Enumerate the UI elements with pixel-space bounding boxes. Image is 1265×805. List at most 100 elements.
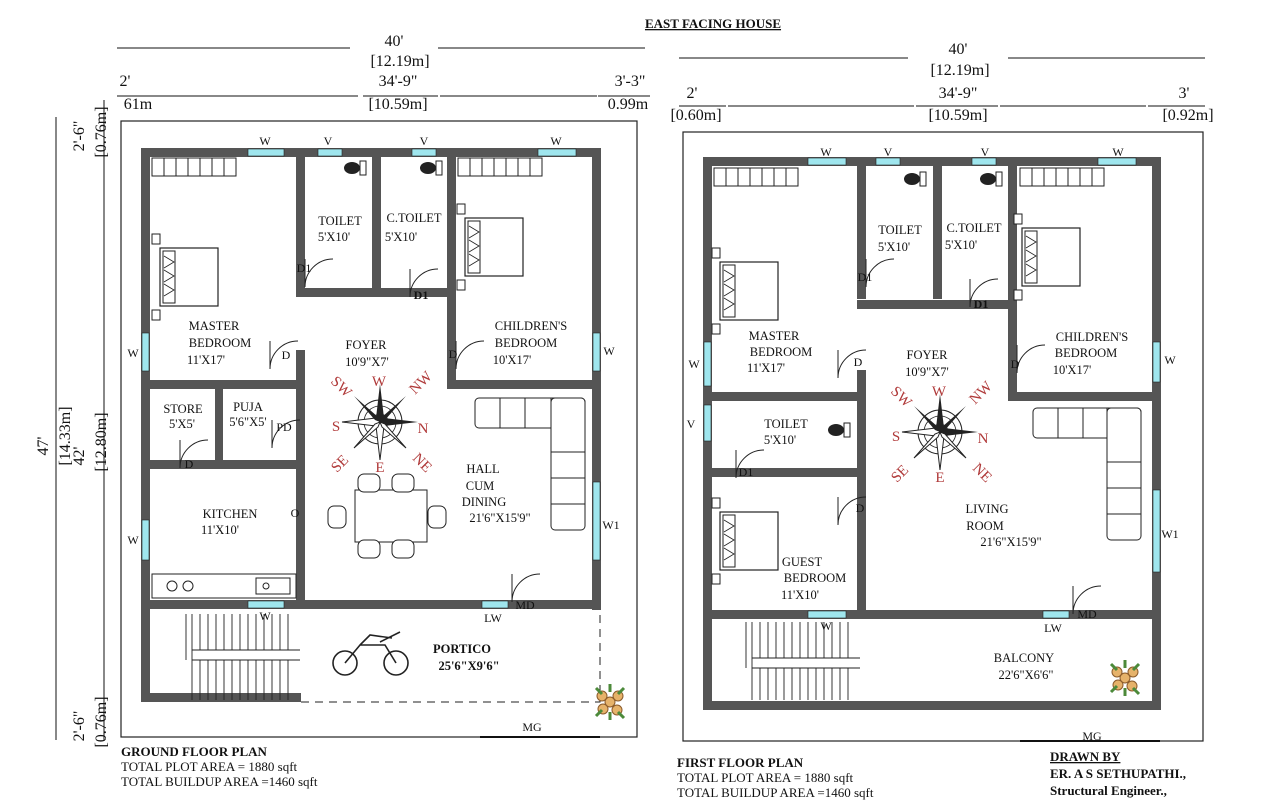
room-label: TOILET <box>764 417 808 431</box>
window-mark: W <box>127 533 139 547</box>
door-mark: D1 <box>974 297 989 311</box>
dim-seg-right-m: 0.99m <box>608 96 649 113</box>
compass-rose <box>341 383 419 461</box>
sofa <box>474 397 586 531</box>
window-mark: LW <box>1044 621 1062 635</box>
dim-side-total-m: [14.33m] <box>57 406 74 465</box>
door-mark: D1 <box>297 261 312 275</box>
plant-icon <box>1109 658 1141 698</box>
ventilator-mark: V <box>981 145 990 159</box>
room-size: 10'9"X7' <box>345 355 389 369</box>
door-mark: MD <box>515 598 535 612</box>
room-size: 5'X10' <box>945 238 977 252</box>
room-label: PORTICO <box>433 642 491 656</box>
room-label: C.TOILET <box>947 221 1002 235</box>
room-size: 10'X17' <box>493 353 532 367</box>
staircase <box>745 622 860 700</box>
dim-top-total-m: [12.19m] <box>370 53 429 70</box>
room-label: LIVING <box>965 502 1008 516</box>
room-label: CHILDREN'S <box>495 319 567 333</box>
window-mark: W <box>603 344 615 358</box>
buildup-area: TOTAL BUILDUP AREA =1460 sqft <box>677 785 874 800</box>
dim-seg-mid-m: [10.59m] <box>368 96 427 113</box>
first-floor-plan: 40' [12.19m] 2' [0.60m] 34'-9" [10.59m] … <box>670 41 1213 800</box>
dim-top-total-m: [12.19m] <box>930 62 989 79</box>
dim-side-total: 47' <box>35 436 52 455</box>
window-mark: W <box>127 346 139 360</box>
room-label: MASTER <box>189 319 240 333</box>
compass-ne: NE <box>409 450 434 475</box>
room-label: BEDROOM <box>1055 346 1118 360</box>
gate-mark: MG <box>522 720 542 734</box>
window-mark: W1 <box>602 518 619 532</box>
room-label: BEDROOM <box>189 336 252 350</box>
door-mark: D <box>449 347 458 361</box>
window-mark: W <box>550 134 562 148</box>
room-label: FOYER <box>907 348 949 362</box>
ventilator-mark: V <box>324 134 333 148</box>
window-mark: W1 <box>1161 527 1178 541</box>
dim-seg-left: 2' <box>120 73 131 90</box>
walls <box>141 148 601 702</box>
door-mark: D1 <box>414 288 429 302</box>
wc-toilet <box>903 171 927 187</box>
compass-nw: NW <box>967 378 997 408</box>
dim-side-mid: 42' <box>71 446 88 465</box>
room-size: 21'6"X15'9" <box>980 535 1041 549</box>
dim-top-total: 40' <box>385 33 404 50</box>
plot-boundary <box>682 131 1204 742</box>
portico-outline <box>301 612 601 703</box>
door-swing <box>1016 344 1046 374</box>
door-mark: D <box>854 355 863 369</box>
door-mark: D1 <box>858 270 873 284</box>
room-size: 5'6"X5' <box>229 415 266 429</box>
compass-nw: NW <box>407 368 437 398</box>
bed-children <box>456 203 524 291</box>
window-mark: W <box>820 145 832 159</box>
room-label: BALCONY <box>994 651 1054 665</box>
room-size: 10'9"X7' <box>905 365 949 379</box>
wc-toilet <box>343 160 367 176</box>
room-label: CHILDREN'S <box>1056 330 1128 344</box>
windows <box>141 148 601 609</box>
plan-title: FIRST FLOOR PLAN <box>677 755 804 770</box>
dim-seg-left: 2' <box>687 85 698 102</box>
compass-w: W <box>372 374 387 390</box>
room-size: 10'X17' <box>1053 363 1092 377</box>
room-label: BEDROOM <box>495 336 558 350</box>
dim-seg-mid-m: [10.59m] <box>928 107 987 124</box>
sofa <box>1032 407 1142 541</box>
buildup-area: TOTAL BUILDUP AREA =1460 sqft <box>121 774 318 789</box>
wardrobe <box>713 167 799 187</box>
wardrobe <box>151 157 237 177</box>
dim-seg-right: 3' <box>1179 85 1190 102</box>
plot-area: TOTAL PLOT AREA = 1880 sqft <box>677 770 854 785</box>
room-label: TOILET <box>878 223 922 237</box>
dim-seg-right-m: [0.92m] <box>1162 107 1213 124</box>
door-mark: D <box>856 501 865 515</box>
wc-c-toilet <box>419 160 443 176</box>
room-size: 22'6"X6'6" <box>999 668 1054 682</box>
room-label: PUJA <box>233 400 263 414</box>
kitchen-platform <box>151 573 297 599</box>
compass-e: E <box>935 470 944 486</box>
window-mark: W <box>1164 353 1176 367</box>
ground-floor-plan: 40' [12.19m] 2' 61m 34'-9" [10.59m] 3'-3… <box>35 33 650 789</box>
wardrobe <box>457 157 543 177</box>
drawing-title: EAST FACING HOUSE <box>645 16 781 31</box>
dining-table <box>327 473 447 559</box>
compass-sw: SW <box>327 374 355 402</box>
wc-toilet <box>827 422 851 438</box>
wardrobe <box>1019 167 1105 187</box>
compass-ne: NE <box>969 460 994 485</box>
room-label: STORE <box>163 402 203 416</box>
door-mark: D <box>282 348 291 362</box>
compass-se: SE <box>328 452 352 476</box>
compass-n: N <box>418 421 429 437</box>
bed-children <box>1013 213 1081 301</box>
dim-side-mid-m: [12.80m] <box>93 412 110 471</box>
room-label: GUEST <box>782 555 823 569</box>
drawn-by-label: DRAWN BY <box>1050 749 1121 764</box>
room-size: 5'X5' <box>169 417 195 431</box>
dim-seg-mid: 34'-9" <box>939 85 978 102</box>
